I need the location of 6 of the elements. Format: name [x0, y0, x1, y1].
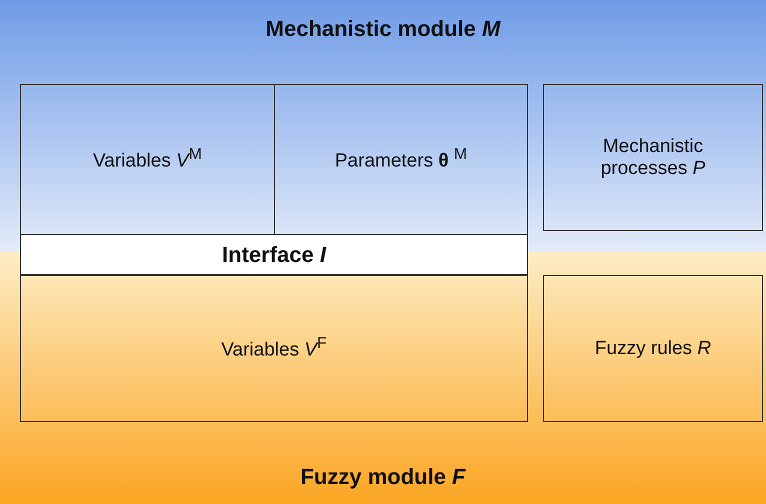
processes-box: Mechanistic processes P — [543, 84, 763, 231]
rules-box: Fuzzy rules R — [543, 275, 763, 422]
variables-box: Variables V$^{F}$ — [20, 275, 528, 422]
module-title: Fuzzy module F — [300, 464, 466, 490]
interface-box: Interface I — [20, 234, 528, 275]
module-title: Mechanistic module M — [266, 16, 500, 42]
